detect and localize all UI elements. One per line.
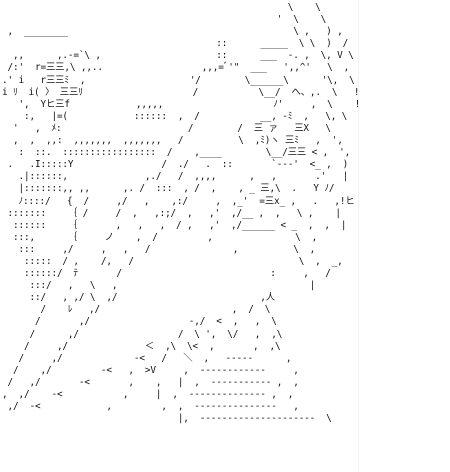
ascii-art-canvas: \ \ ' \ \ , ________ \ , ) , :: _____ \ … bbox=[2, 2, 358, 425]
ascii-art-text: \ \ ' \ \ , ________ \ , ) , :: _____ \ … bbox=[2, 2, 358, 425]
right-blank-margin bbox=[358, 0, 450, 472]
